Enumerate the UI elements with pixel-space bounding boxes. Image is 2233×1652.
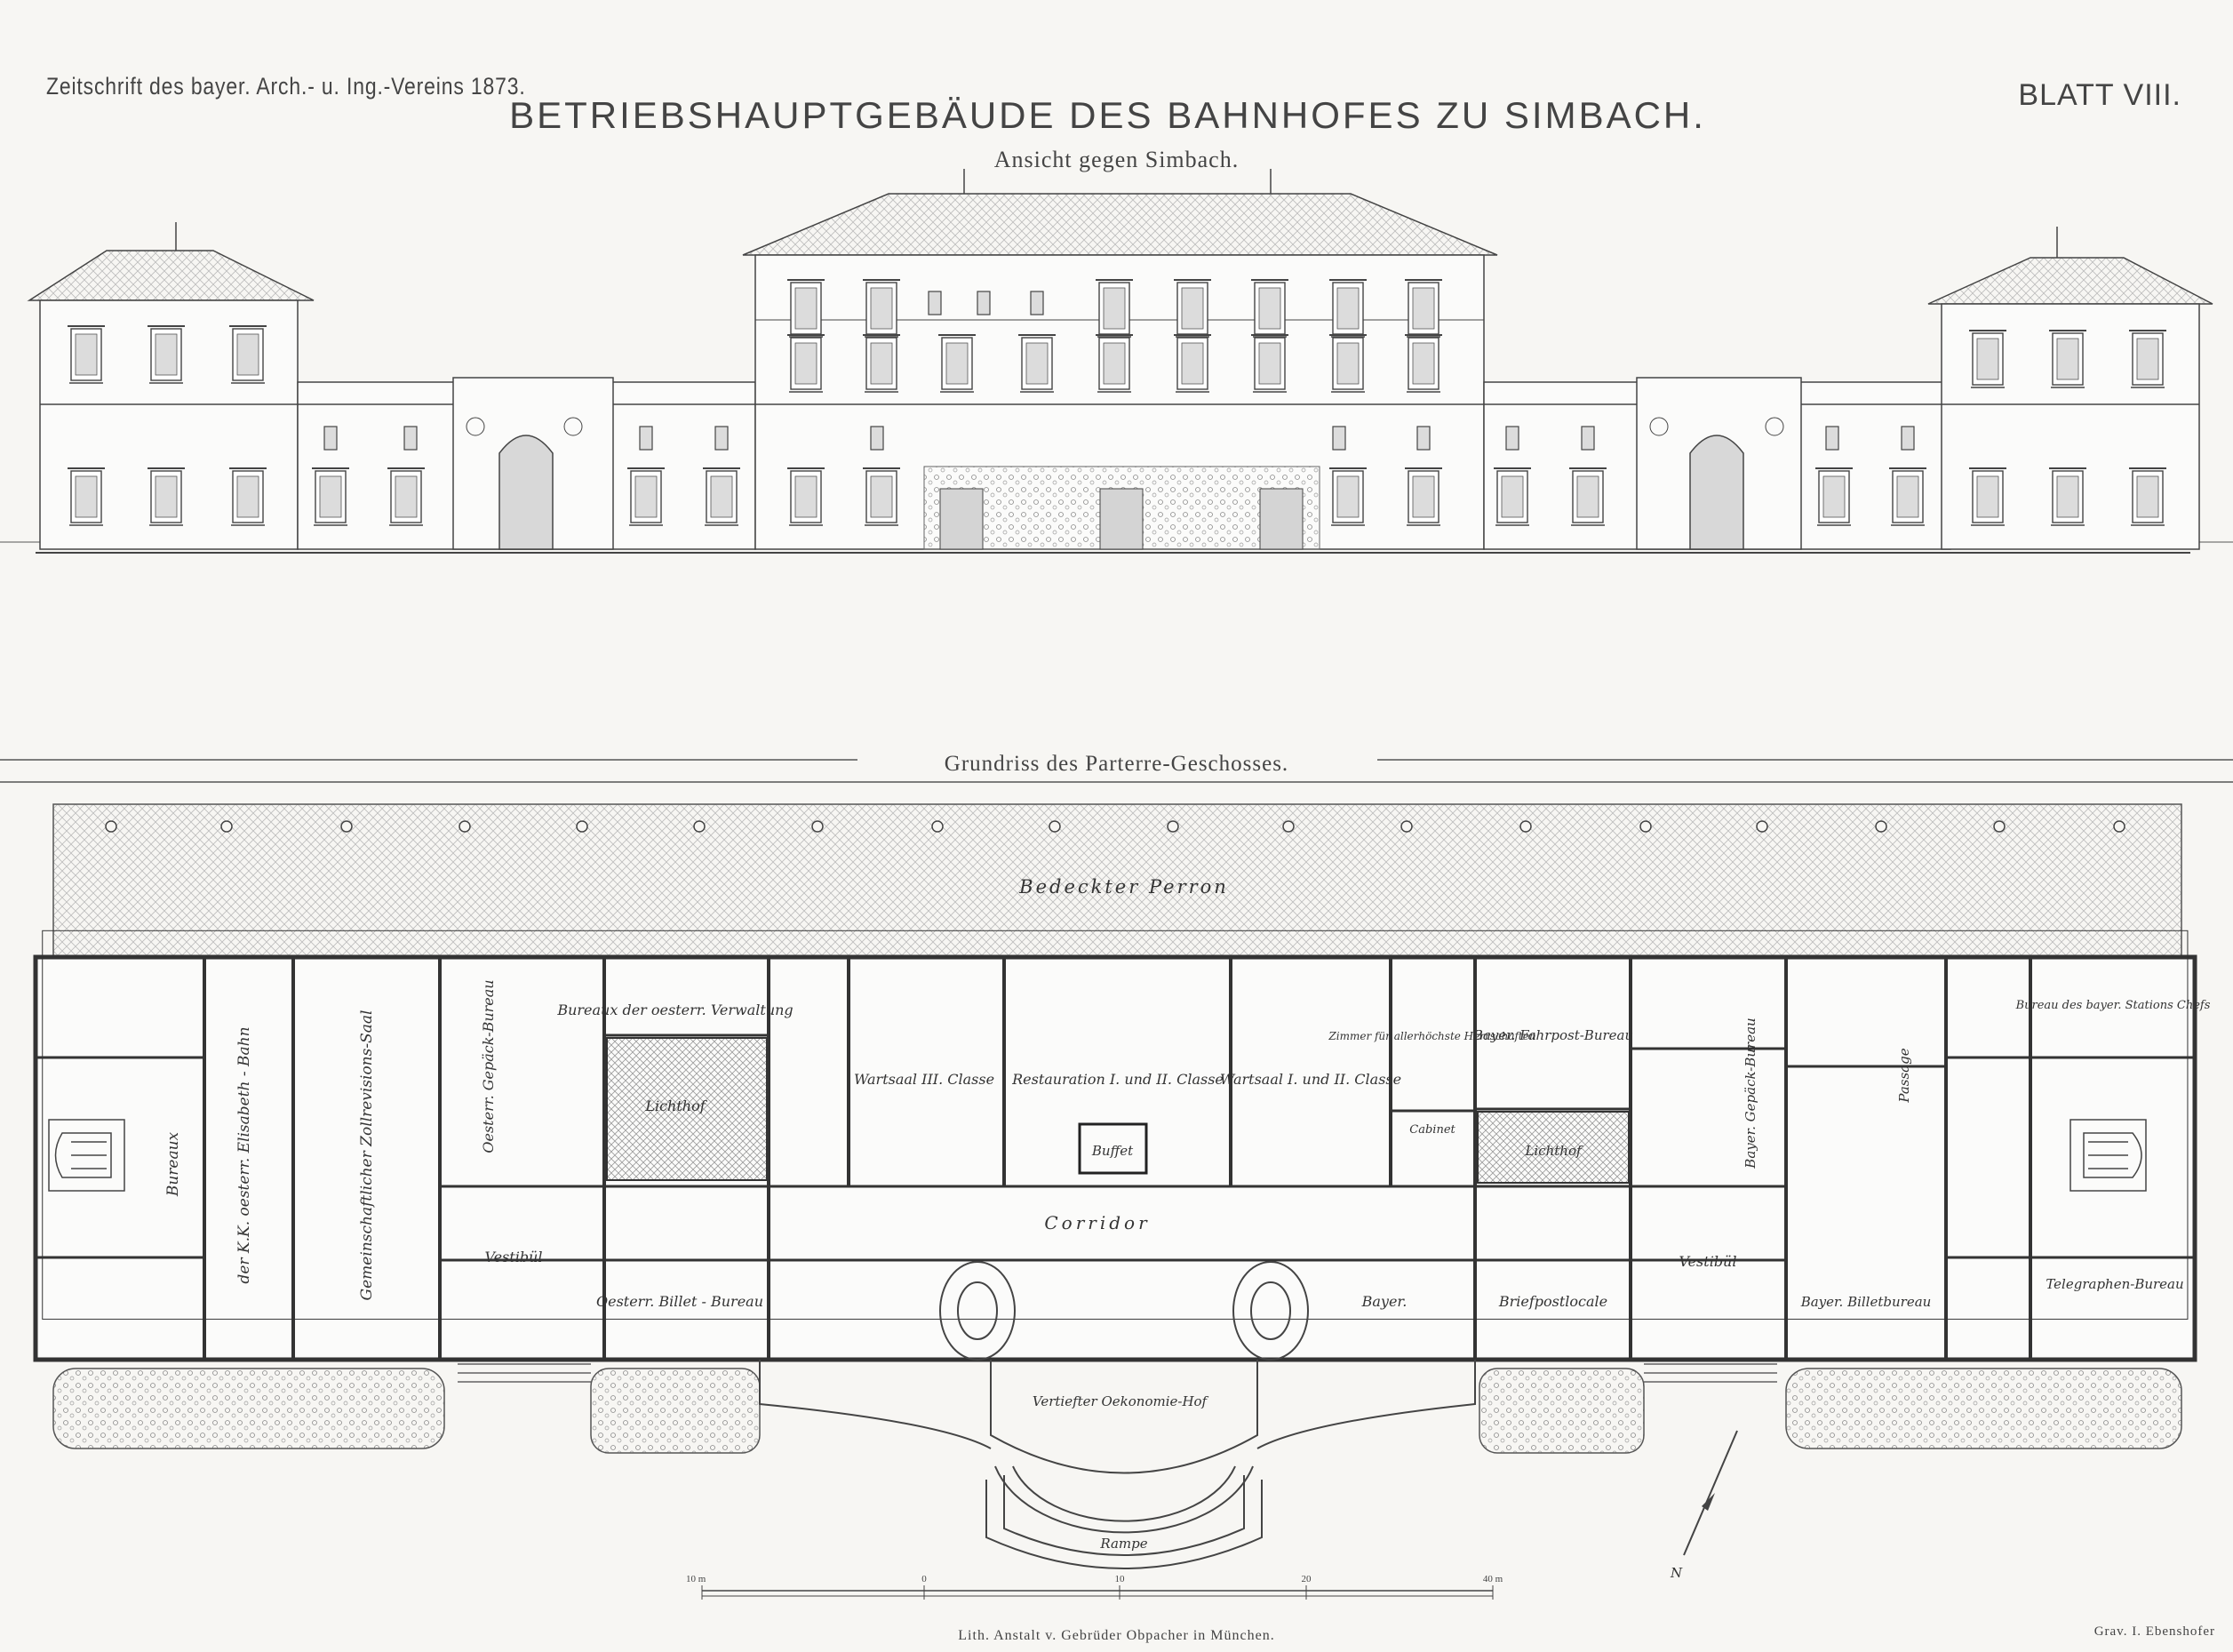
room-label-zollrevision: Gemeinschaftlicher Zollrevisions-Saal [358, 1010, 376, 1301]
garden-center-left [590, 1368, 761, 1454]
room-label-rampe: Rampe [1099, 1536, 1147, 1552]
sunken-court [759, 1360, 1476, 1569]
left-pavilion [27, 222, 315, 550]
north-label: N [1670, 1565, 1683, 1581]
scale-label-end: 40 m [1483, 1574, 1503, 1584]
right-pavilion [1927, 227, 2213, 550]
room-label-lichthof-left: Lichthof [644, 1097, 707, 1114]
room-label-bureaux-oesterr: Bureaux der oesterr. Verwaltung [556, 1002, 793, 1018]
room-label-oesterr-billet: Oesterr. Billet - Bureau [596, 1293, 763, 1310]
staircase-left [48, 1119, 125, 1192]
room-label-oekonomie-hof: Vertiefter Oekonomie-Hof [1033, 1393, 1209, 1409]
garden-right [1785, 1368, 2182, 1449]
scale-bar: 10 m 0 10 20 40 m [686, 1574, 1503, 1600]
room-label-oesterr-gepaeck: Oesterr. Gepäck-Bureau [480, 979, 497, 1153]
room-label-bayer-fahrpost: Bayer. Fahrpost-Bureau [1472, 1027, 1633, 1043]
room-label-bayer-gepaeck: Bayer. Gepäck-Bureau [1743, 1018, 1758, 1169]
page-title: BETRIEBSHAUPTGEBÄUDE DES BAHNHOFES ZU SI… [509, 94, 1706, 136]
perron-label: Bedeckter Perron [1018, 876, 1229, 898]
perron-columns [105, 820, 2125, 833]
printer-credit: Lith. Anstalt v. Gebrüder Obpacher in Mü… [958, 1628, 1275, 1643]
right-wing [1483, 377, 1951, 550]
north-arrow: N [1670, 1430, 1738, 1581]
room-label-vestibuel-right: Vestibül [1679, 1253, 1737, 1270]
room-label-bureaux-kk: Bureaux [164, 1131, 182, 1197]
room-label-corridor: Corridor [1044, 1212, 1150, 1233]
scale-label-10: 10 [1115, 1574, 1126, 1584]
scale-label-start: 10 m [686, 1574, 706, 1584]
garden-center-right [1479, 1368, 1645, 1454]
left-wing [297, 377, 756, 550]
elevation-view [0, 169, 2233, 554]
room-label-zimmer: Zimmer für allerhöchste Herrschaften [1328, 1030, 1535, 1042]
room-label-wartsaal-3: Wartsaal III. Classe [854, 1071, 994, 1088]
room-label-elisabeth-bahn: der K.K. oesterr. Elisabeth - Bahn [235, 1026, 253, 1283]
room-label-restauration: Restauration I. und II. Classe [1011, 1071, 1224, 1088]
perron-area [52, 803, 2182, 958]
plan-title: Grundriss des Parterre-Geschosses. [944, 752, 1289, 776]
room-label-cabinet: Cabinet [1409, 1123, 1455, 1137]
oval-stairs [939, 1261, 1309, 1361]
garden-left [52, 1368, 445, 1449]
staircase-right [2070, 1119, 2147, 1192]
room-label-bayer: Bayer. [1361, 1293, 1408, 1310]
room-label-bureau-stations: Bureau des bayer. Stations Chefs [2015, 999, 2211, 1012]
engraver-credit: Grav. I. Ebenshofer [2093, 1624, 2215, 1639]
room-label-vestibuel-left: Vestibül [485, 1249, 543, 1265]
plate-number: BLATT VIII. [2018, 78, 2181, 112]
scale-label-20: 20 [1302, 1574, 1312, 1584]
room-label-bayer-billet: Bayer. Billetbureau [1800, 1294, 1932, 1310]
room-label-passage: Passage [1896, 1048, 1912, 1103]
elevation-subtitle: Ansicht gegen Simbach. [993, 147, 1240, 172]
room-label-lichthof-right: Lichthof [1524, 1143, 1583, 1159]
room-label-briefpost: Briefpostlocale [1498, 1293, 1607, 1310]
journal-header: Zeitschrift des bayer. Arch.- u. Ing.-Ve… [46, 73, 526, 100]
room-label-telegraphen: Telegraphen-Bureau [2046, 1276, 2183, 1292]
room-label-buffet: Buffet [1091, 1143, 1134, 1159]
scale-label-0: 0 [921, 1574, 927, 1584]
central-block [742, 169, 1498, 550]
ground-floor-plan: Bedeckter Perron [33, 803, 2211, 1600]
room-label-wartsaal-12: Wartsaal I. und II. Classe [1220, 1071, 1401, 1088]
